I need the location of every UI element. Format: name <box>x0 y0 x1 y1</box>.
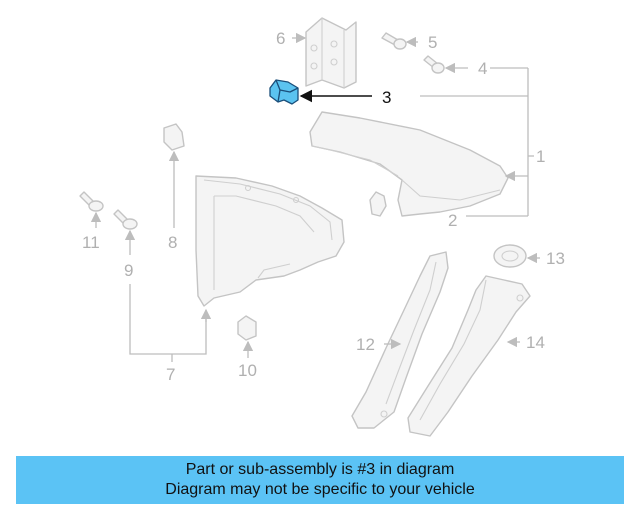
callout-12[interactable]: 12 <box>356 335 375 354</box>
part-7-quarter-trim[interactable] <box>195 175 345 307</box>
callout-3[interactable]: 3 <box>382 88 391 107</box>
parts-diagram: 6 5 4 3 1 2 8 <box>79 17 565 437</box>
info-banner: Part or sub-assembly is #3 in diagram Di… <box>16 456 624 504</box>
callout-1[interactable]: 1 <box>536 147 545 166</box>
callout-6[interactable]: 6 <box>276 29 285 48</box>
part-8-clip[interactable] <box>163 123 185 151</box>
part-1-upper-trim[interactable] <box>309 111 509 217</box>
part-10-clip[interactable] <box>237 315 257 341</box>
callout-14[interactable]: 14 <box>526 333 545 352</box>
callout-11[interactable]: 11 <box>82 233 100 252</box>
part-2-clip[interactable] <box>369 191 387 217</box>
part-3-clip-highlighted[interactable] <box>269 79 299 105</box>
part-4-bolt[interactable] <box>423 55 445 74</box>
banner-line-disclaimer: Diagram may not be specific to your vehi… <box>165 481 475 498</box>
banner-line-part: Part or sub-assembly is #3 in diagram <box>185 461 455 478</box>
part-9-screw[interactable] <box>113 209 138 230</box>
part-11-screw[interactable] <box>79 191 104 212</box>
callout-7[interactable]: 7 <box>166 365 175 384</box>
callout-9[interactable]: 9 <box>124 261 133 280</box>
callout-8[interactable]: 8 <box>168 233 177 252</box>
part-6-bracket[interactable] <box>305 17 357 89</box>
callout-2[interactable]: 2 <box>448 211 457 230</box>
bracket-line-7 <box>129 284 207 355</box>
callout-5[interactable]: 5 <box>428 33 437 52</box>
part-5-bolt[interactable] <box>381 32 407 50</box>
callout-13[interactable]: 13 <box>546 249 565 268</box>
callout-4[interactable]: 4 <box>478 59 487 78</box>
callout-10[interactable]: 10 <box>238 361 257 380</box>
part-14-pillar-trim[interactable] <box>407 275 531 437</box>
part-13-grommet[interactable] <box>493 244 527 268</box>
